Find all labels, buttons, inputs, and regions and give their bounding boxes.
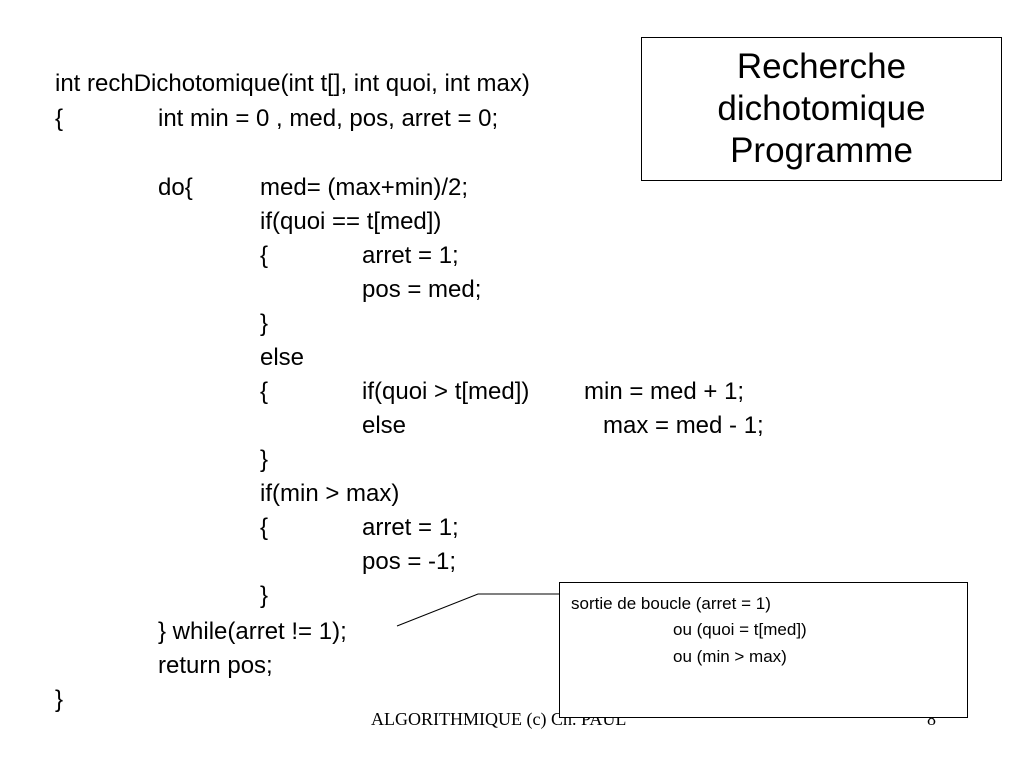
code-if-min-max: if(min > max) xyxy=(260,480,400,507)
code-brace: { xyxy=(260,242,269,269)
code-close-brace: } xyxy=(260,446,269,473)
code-pos-assign: pos = med; xyxy=(362,276,482,303)
title-line-3: Programme xyxy=(730,131,913,170)
code-arret-assign: arret = 1; xyxy=(362,514,459,541)
page-number: 8 xyxy=(927,709,936,729)
code-close-brace: } xyxy=(260,310,269,337)
code-min-assign: min = med + 1; xyxy=(584,378,745,405)
code-open-brace: { xyxy=(55,105,64,132)
callout-line xyxy=(396,593,559,627)
code-if-equal: if(quoi == t[med]) xyxy=(260,208,442,235)
code-close-brace: } xyxy=(260,582,269,609)
code-brace: { xyxy=(260,514,269,541)
title-line-1: Recherche xyxy=(736,47,907,86)
title-line-2: dichotomique xyxy=(717,89,926,128)
code-med-assign: med= (max+min)/2; xyxy=(260,174,469,201)
code-final-brace: } xyxy=(55,686,64,713)
code-function-signature: int rechDichotomique(int t[], int quoi, … xyxy=(55,70,530,97)
code-while-condition: } while(arret != 1); xyxy=(158,618,347,645)
note-line-1: sortie de boucle (arret = 1) xyxy=(571,594,771,613)
code-max-assign: max = med - 1; xyxy=(603,412,764,439)
code-else-keyword: else xyxy=(260,344,305,371)
code-arret-assign: arret = 1; xyxy=(362,242,459,269)
code-do-keyword: do{ xyxy=(158,174,193,201)
code-else-keyword: else xyxy=(362,412,407,439)
code-brace: { xyxy=(260,378,269,405)
note-line-3: ou (min > max) xyxy=(673,647,787,666)
code-variable-declaration: int min = 0 , med, pos, arret = 0; xyxy=(158,105,499,132)
note-line-2: ou (quoi = t[med]) xyxy=(673,620,807,639)
title-box: Recherche dichotomique Programme xyxy=(641,37,1002,181)
code-pos-negative: pos = -1; xyxy=(362,548,457,575)
note-box: sortie de boucle (arret = 1) ou (quoi = … xyxy=(559,582,968,718)
code-if-greater: if(quoi > t[med]) xyxy=(362,378,530,405)
code-return-statement: return pos; xyxy=(158,652,273,679)
